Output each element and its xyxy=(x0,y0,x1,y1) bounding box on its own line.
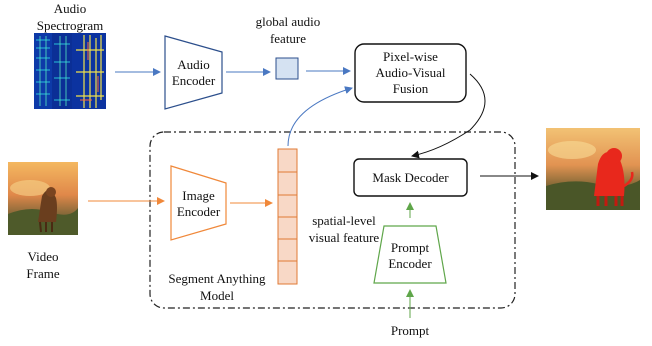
image-encoder-label: Image Encoder xyxy=(176,187,221,219)
video-frame-image xyxy=(8,162,78,235)
prompt-encoder-shape xyxy=(373,225,447,284)
fusion-to-mask-decoder-arrow xyxy=(411,73,486,159)
mask-decoder-label: Mask Decoder xyxy=(372,169,449,185)
fusion-box xyxy=(354,43,467,103)
mask-decoder-box xyxy=(353,158,468,197)
global-audio-feature-label: global audio feature xyxy=(255,14,321,46)
output-mask-image xyxy=(546,128,640,210)
prompt-encoder-label: Prompt Encoder xyxy=(388,240,432,271)
sam-label: Segment Anything Model xyxy=(168,271,266,303)
audio-encoder-shape xyxy=(164,35,223,110)
video-frame-label: Video Frame xyxy=(26,249,60,281)
spatial-feature-stack xyxy=(277,148,298,285)
image-encoder-shape xyxy=(170,165,227,241)
global-audio-feature-square xyxy=(275,57,299,80)
fusion-label: Pixel-wise Audio-Visual Fusion xyxy=(375,49,446,96)
spatial-to-fusion-arrow xyxy=(287,86,353,147)
audio-spectrogram-image xyxy=(34,33,106,109)
prompt-label: Prompt xyxy=(390,323,430,338)
sam-container xyxy=(149,131,516,309)
audio-encoder-label: Audio Encoder xyxy=(171,56,216,88)
spatial-feature-label: spatial-level visual feature xyxy=(308,213,380,245)
audio-spectrogram-label: Audio Spectrogram xyxy=(36,1,104,33)
